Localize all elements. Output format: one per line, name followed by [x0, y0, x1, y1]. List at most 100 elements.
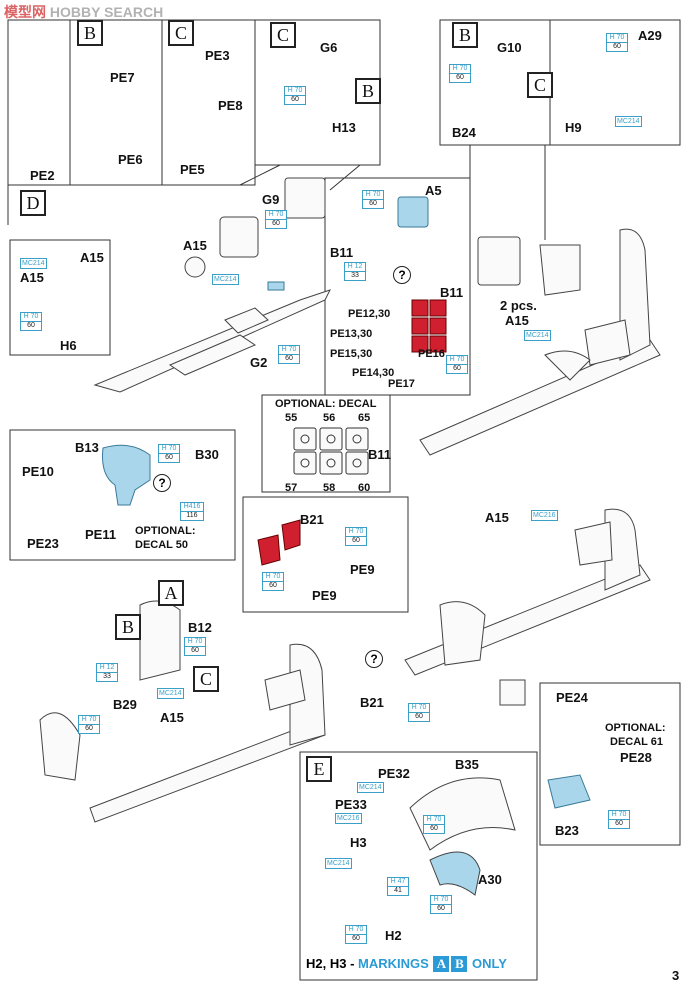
label-two-pcs: 2 pcs. [500, 298, 537, 313]
label-pe13: PE13,30 [330, 328, 373, 340]
label-h13: H13 [332, 120, 356, 135]
label-b23: B23 [555, 823, 579, 838]
note-decal61-b: DECAL 61 [610, 736, 663, 748]
label-a15-r: A15 [505, 313, 529, 328]
label-pe6: PE6 [118, 152, 143, 167]
label-b12: B12 [188, 620, 212, 635]
label-h2: H2 [385, 928, 402, 943]
label-g10: G10 [497, 40, 522, 55]
label-h6: H6 [60, 338, 77, 353]
label-a29: A29 [638, 28, 662, 43]
paint-mc214-r: MC214 [524, 330, 551, 341]
label-pe17: PE17 [388, 378, 415, 390]
step-box-c-g6: C [270, 22, 296, 48]
step-box-c-g10: C [527, 72, 553, 98]
step-box-a: A [158, 580, 184, 606]
label-g6: G6 [320, 40, 338, 55]
label-pe2: PE2 [30, 168, 55, 183]
label-pe9-b: PE9 [312, 588, 337, 603]
label-pe10: PE10 [22, 464, 54, 479]
label-a15-lr: A15 [485, 510, 509, 525]
label-b30: B30 [195, 447, 219, 462]
step-box-b-g10: B [452, 22, 478, 48]
label-h9: H9 [565, 120, 582, 135]
label-b11-a: B11 [330, 245, 354, 260]
label-b24: B24 [452, 125, 476, 140]
label-pe33: PE33 [335, 797, 367, 812]
question-icon-b30: ? [153, 474, 171, 492]
label-pe5: PE5 [180, 162, 205, 177]
label-g9: G9 [262, 192, 280, 207]
note-decal50-a: OPTIONAL: [135, 525, 196, 537]
label-b13: B13 [75, 440, 99, 455]
label-pe12: PE12,30 [348, 308, 391, 320]
decal-60: 60 [358, 482, 371, 494]
paint-mc216-lr: MC216 [531, 510, 558, 521]
decal-58: 58 [323, 482, 336, 494]
label-a30: A30 [478, 872, 502, 887]
paint-mc214-h3: MC214 [325, 858, 352, 869]
label-g2: G2 [250, 355, 268, 370]
step-box-b-top: B [77, 20, 103, 46]
label-pe14: PE14,30 [352, 367, 395, 379]
paint-mc214-d: MC214 [212, 274, 239, 285]
label-pe16: PE16 [418, 348, 445, 360]
paint-mc216-e: MC216 [335, 813, 362, 824]
step-box-c-b12: C [193, 666, 219, 692]
decal-55: 55 [285, 412, 298, 424]
decal-grid [293, 427, 369, 475]
question-icon-b11: ? [393, 266, 411, 284]
label-pe28: PE28 [620, 750, 652, 765]
decal-box-title: OPTIONAL: DECAL [275, 398, 377, 410]
label-b35: B35 [455, 757, 479, 772]
label-a15-ll: A15 [160, 710, 184, 725]
label-h3: H3 [350, 835, 367, 850]
label-a5: A5 [425, 183, 442, 198]
label-pe8: PE8 [218, 98, 243, 113]
paint-mc214-a15b: MC214 [20, 258, 47, 269]
note-decal61-a: OPTIONAL: [605, 722, 666, 734]
label-pe15: PE15,30 [330, 348, 373, 360]
label-pe32: PE32 [378, 766, 410, 781]
decal-65: 65 [358, 412, 371, 424]
label-pe3: PE3 [205, 48, 230, 63]
label-pe11: PE11 [85, 527, 117, 542]
paint-mc214-ll: MC214 [157, 688, 184, 699]
step-box-e: E [306, 756, 332, 782]
label-b21-a: B21 [300, 512, 324, 527]
decal-57: 57 [285, 482, 298, 494]
watermark: 模型网 HOBBY SEARCH [4, 4, 164, 20]
question-icon-b21: ? [365, 650, 383, 668]
label-b11-b: B11 [440, 285, 464, 300]
step-box-b-g6: B [355, 78, 381, 104]
label-pe7: PE7 [110, 70, 135, 85]
label-a15-d: A15 [183, 238, 207, 253]
step-box-d: D [20, 190, 46, 216]
step-box-b-b12: B [115, 614, 141, 640]
step-box-c-top: C [168, 20, 194, 46]
label-b21-b: B21 [360, 695, 384, 710]
label-pe23: PE23 [27, 536, 59, 551]
paint-mc214-e: MC214 [357, 782, 384, 793]
paint-mc214-a29: MC214 [615, 116, 642, 127]
label-pe9-a: PE9 [350, 562, 375, 577]
